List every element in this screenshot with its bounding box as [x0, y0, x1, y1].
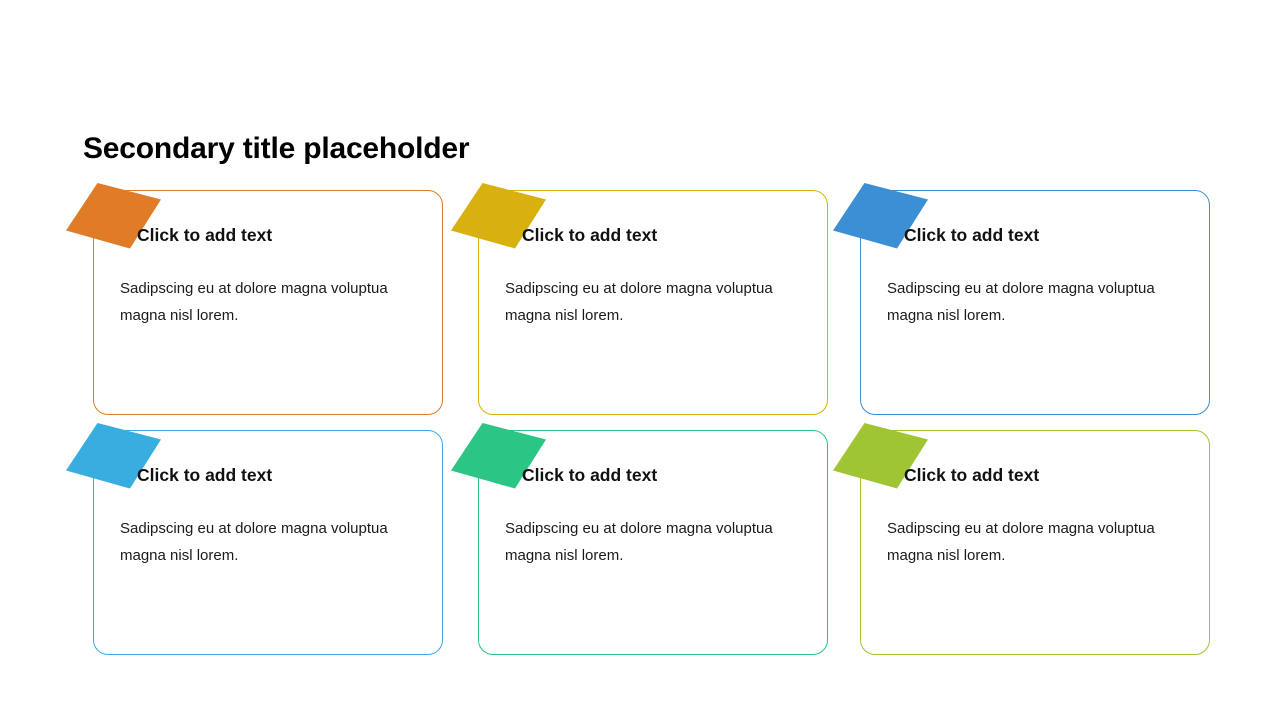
card-5[interactable]: Click to add text Sadipscing eu at dolor… [451, 423, 828, 655]
card-body-text: Sadipscing eu at dolore magna voluptua m… [887, 520, 1155, 565]
card-2[interactable]: Click to add text Sadipscing eu at dolor… [451, 183, 828, 415]
card-body-text: Sadipscing eu at dolore magna voluptua m… [505, 280, 773, 325]
card-body-text: Sadipscing eu at dolore magna voluptua m… [120, 280, 388, 325]
page-title: Secondary title placeholder [83, 132, 470, 165]
card-heading: Click to add text [904, 225, 1040, 245]
card-body-text: Sadipscing eu at dolore magna voluptua m… [887, 280, 1155, 325]
card-heading: Click to add text [137, 465, 273, 485]
card-grid: Click to add text Sadipscing eu at dolor… [66, 183, 1210, 655]
card-heading: Click to add text [522, 465, 658, 485]
card-1[interactable]: Click to add text Sadipscing eu at dolor… [66, 183, 443, 415]
card-6[interactable]: Click to add text Sadipscing eu at dolor… [833, 423, 1210, 655]
card-3[interactable]: Click to add text Sadipscing eu at dolor… [833, 183, 1210, 415]
card-4[interactable]: Click to add text Sadipscing eu at dolor… [66, 423, 443, 655]
card-heading: Click to add text [137, 225, 273, 245]
card-body-text: Sadipscing eu at dolore magna voluptua m… [505, 520, 773, 565]
card-heading: Click to add text [904, 465, 1040, 485]
card-heading: Click to add text [522, 225, 658, 245]
card-body-text: Sadipscing eu at dolore magna voluptua m… [120, 520, 388, 565]
